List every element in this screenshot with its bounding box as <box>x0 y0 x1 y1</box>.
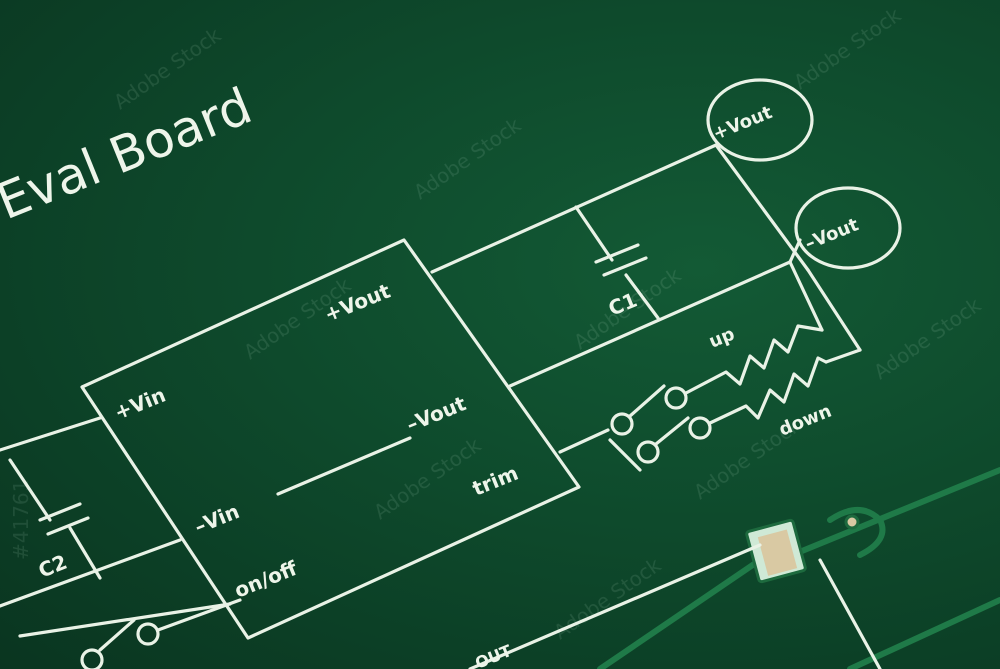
svg-text:Adobe Stock: Adobe Stock <box>409 113 525 205</box>
edge-text: OUT <box>472 641 514 669</box>
smd-pad <box>745 514 860 584</box>
svg-text:Adobe Stock: Adobe Stock <box>869 293 985 385</box>
pin-vin-pos: +Vin <box>111 383 169 425</box>
terminal-vout-neg <box>794 186 902 270</box>
pin-vin-neg: –Vin <box>191 499 243 539</box>
svg-text:Adobe Stock: Adobe Stock <box>789 3 905 95</box>
via-icon <box>844 514 860 530</box>
svg-text:#41761: #41761 <box>9 480 33 560</box>
terminal-vout-pos-label: +Vout <box>710 102 776 145</box>
module-box <box>80 238 581 640</box>
trim-up-label: up <box>706 323 738 352</box>
svg-text:Adobe Stock: Adobe Stock <box>689 413 805 505</box>
pin-trim: trim <box>469 461 522 501</box>
terminal-vout-pos <box>706 78 814 162</box>
pin-vout-neg: –Vout <box>403 391 470 437</box>
svg-text:Adobe Stock: Adobe Stock <box>549 553 665 645</box>
terminal-vout-neg-label: –Vout <box>802 214 862 254</box>
pin-on-off: on/off <box>231 556 301 603</box>
capacitor-c2-label: C2 <box>35 550 71 583</box>
schematic-lines <box>0 78 902 669</box>
